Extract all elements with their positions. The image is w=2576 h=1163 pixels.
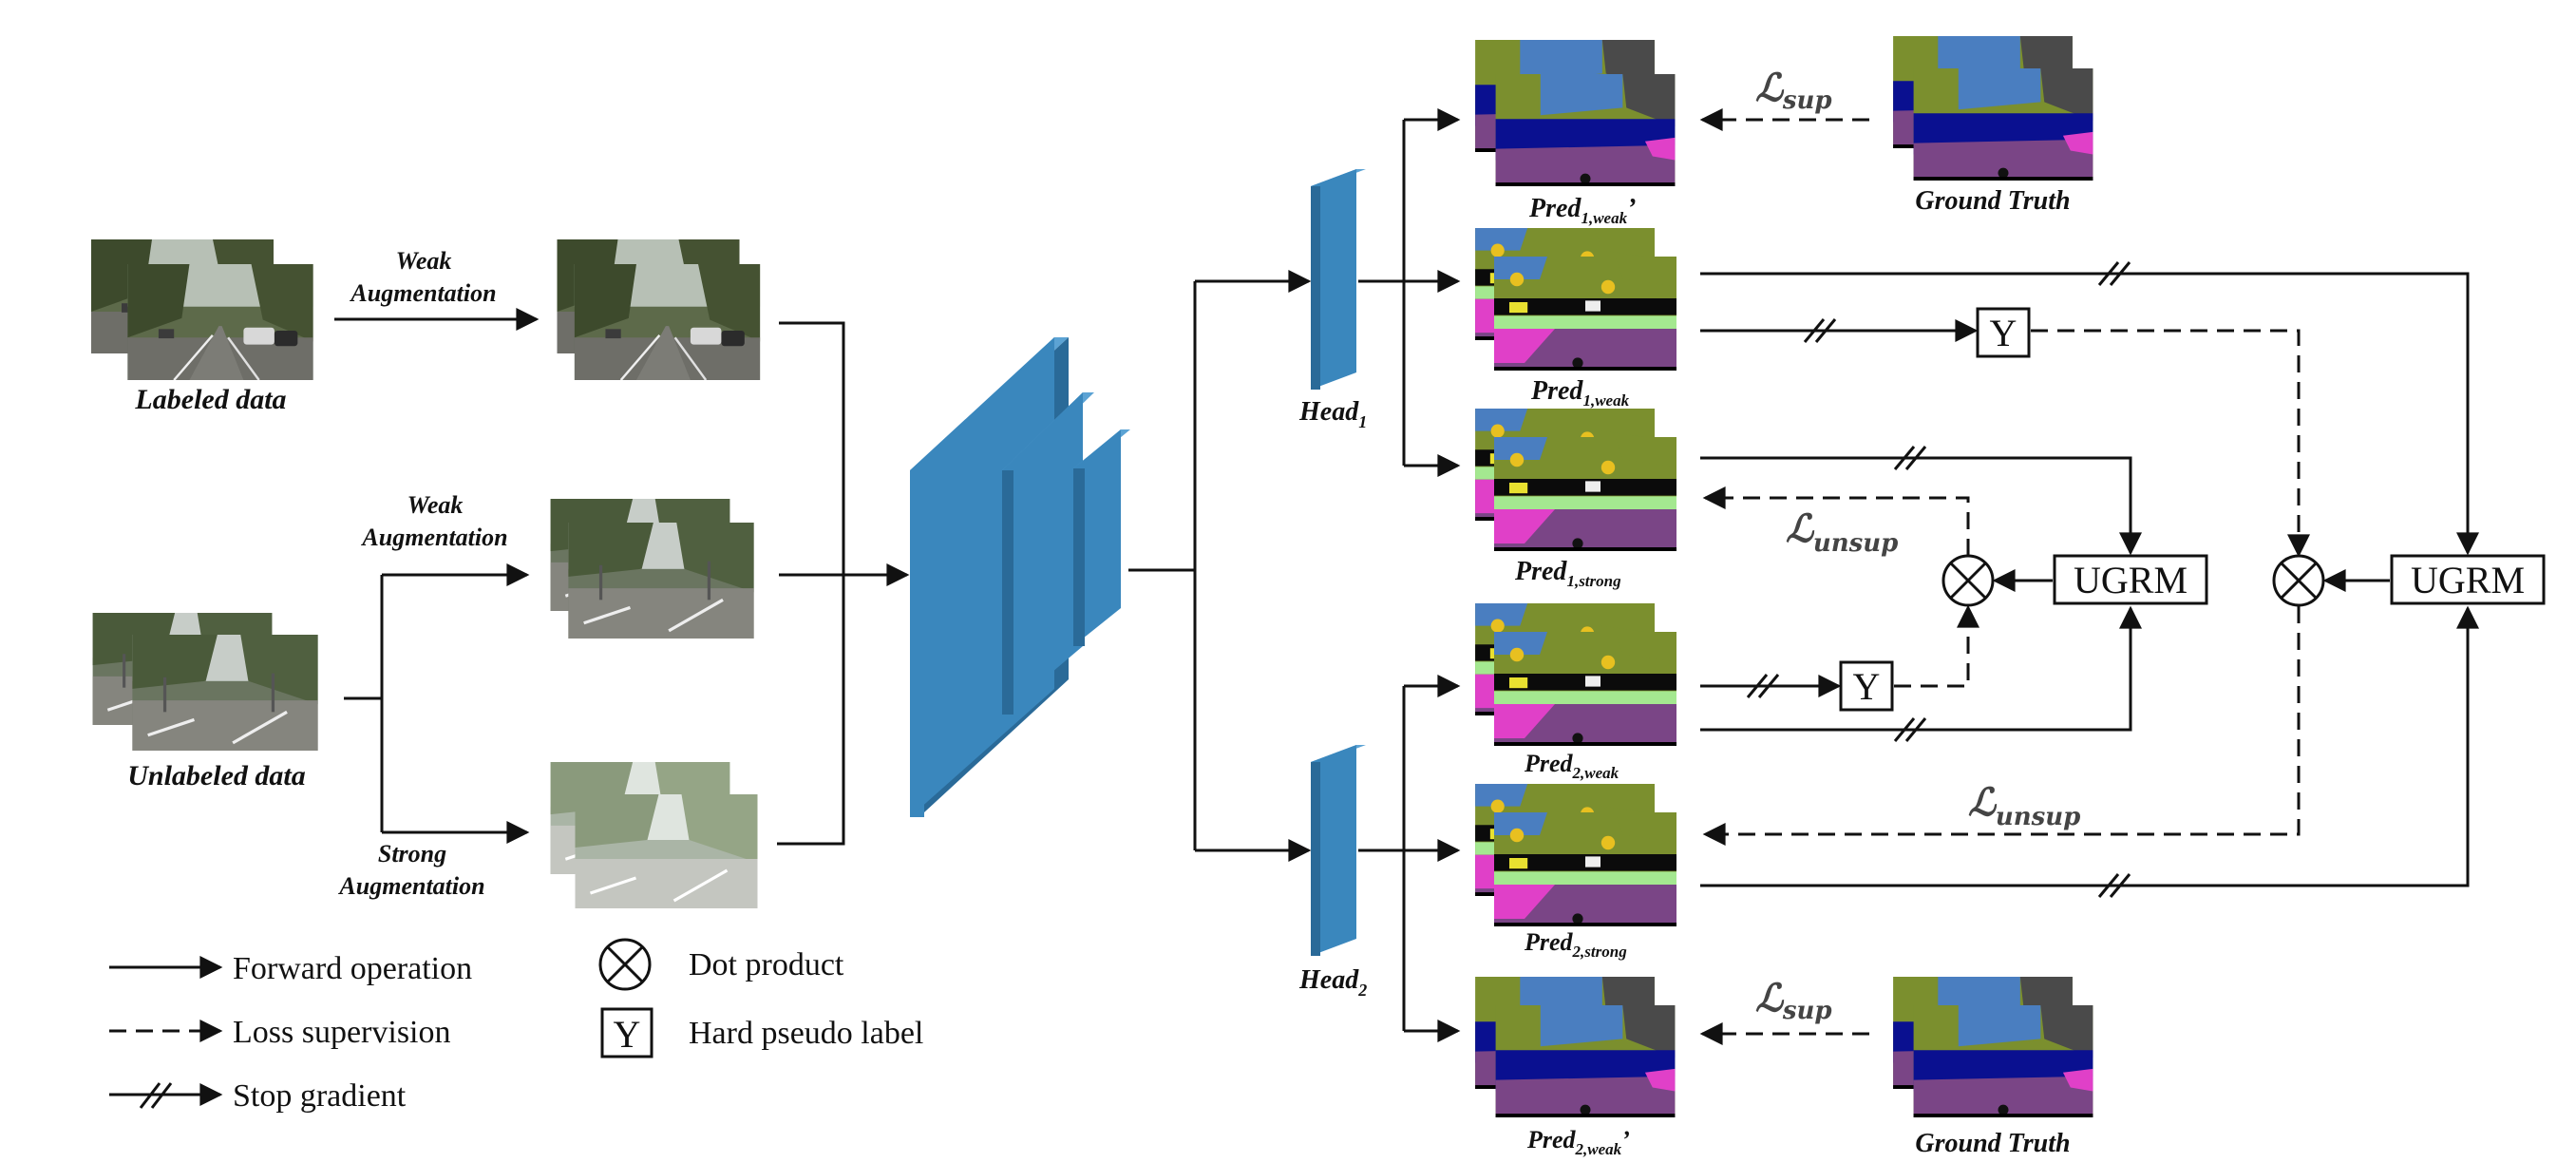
pred1-strong-image [1475,409,1676,551]
dot-product-1 [1941,554,1995,607]
pseudo-label-box-2 [1839,660,1894,712]
pseudo-label-1: Y [1990,312,2017,354]
labeled-data-label: Labeled data [134,384,286,415]
pred2-weak-prime-image [1475,977,1676,1117]
pred1-weak-prime-label: Pred1,weak’ [1528,194,1636,227]
head2-label: Head2 [1298,965,1367,1000]
strong-aug-line2: Augmentation [337,872,484,900]
head1-label: Head1 [1298,397,1367,431]
legend-stop-label: Stop gradient [233,1078,407,1114]
pred1-weak-label: Pred1,weak [1530,376,1630,410]
loss-sup-bottom: ℒsup [1755,976,1832,1025]
pseudo-label-box-1 [1976,307,2031,358]
legend-dot-swatch [598,938,652,991]
loss-unsup-bottom: ℒunsup [1968,780,2080,831]
ground-truth-bottom-label: Ground Truth [1915,1129,2070,1158]
loss-unsup-top: ℒunsup [1786,506,1898,558]
weak-aug-2-line2: Augmentation [360,524,507,551]
unlabeled-data-label: Unlabeled data [127,760,306,791]
pred2-strong-label: Pred2,strong [1524,928,1627,961]
strong-aug-line1: Strong [378,840,446,867]
weak-aug-1-line1: Weak [396,247,452,275]
loss-sup-top: ℒsup [1755,66,1832,115]
weak-aug-2-line1: Weak [407,491,464,519]
ugrm-label-1: UGRM [2074,559,2188,601]
stop-grad-mark [2097,261,2131,286]
weak-aug-1-line2: Augmentation [349,279,496,307]
unlabeled-data-stack [90,613,318,751]
pred2-weak-image [1475,603,1676,746]
legend-loss-label: Loss supervision [233,1015,451,1050]
pred2-weak-label: Pred2,weak [1524,750,1619,782]
pseudo-label-2: Y [1853,665,1881,708]
head2-block [1311,745,1366,956]
ugrm-box-1 [2053,554,2208,605]
pred1-strong-label: Pred1,strong [1514,557,1621,590]
ugrm-label-2: UGRM [2411,559,2525,601]
labeled-data-stack [89,239,315,380]
legend-pseudo-swatch [600,1007,653,1058]
head1-block [1311,169,1366,390]
weak-aug-image-2 [548,499,754,639]
pred1-weak-prime-image [1475,40,1676,186]
dot-product-2 [2272,554,2325,607]
ground-truth-top-image [1893,36,2093,181]
legend-dot-label: Dot product [689,947,844,982]
legend-forward-label: Forward operation [233,951,472,986]
ground-truth-top-label: Ground Truth [1915,186,2070,216]
weak-aug-image-1 [556,239,762,380]
pred1-weak-image [1475,228,1676,371]
encoder-network [910,337,1130,817]
ugrm-box-2 [2390,554,2546,605]
legend: Forward operation Loss supervision Stop … [109,938,923,1114]
legend-pseudo-label: Hard pseudo label [689,1016,923,1051]
legend-pseudo-glyph: Y [614,1013,641,1056]
ground-truth-bottom-image [1893,977,2093,1117]
pred2-strong-image [1475,784,1676,926]
strong-aug-image [548,762,760,908]
pred2-weak-prime-label: Pred2,weak’ [1526,1126,1630,1158]
